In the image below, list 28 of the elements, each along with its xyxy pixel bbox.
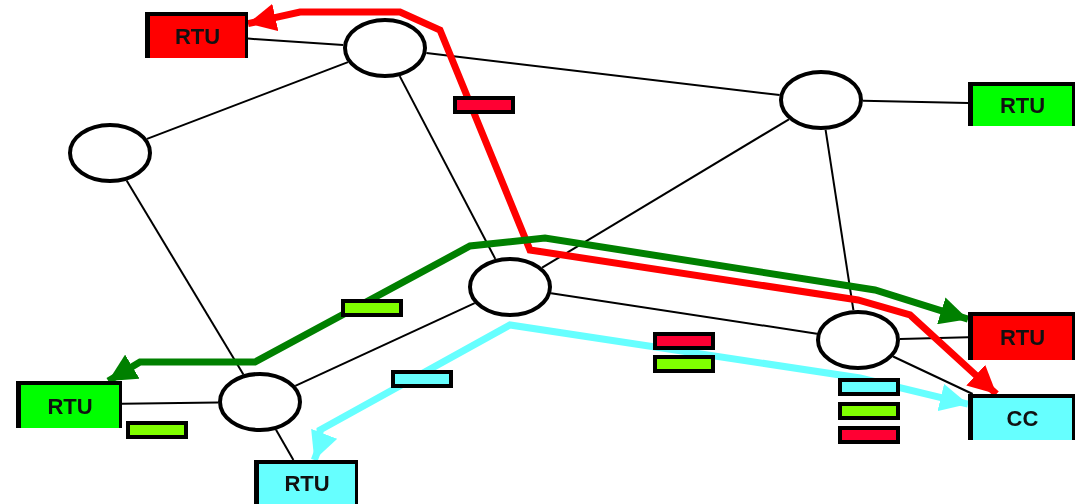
device-box: RTU (145, 12, 248, 58)
link-line (294, 302, 476, 387)
message-path-arrow (106, 234, 970, 384)
device-box: RTU (968, 82, 1075, 126)
link-line (899, 336, 969, 340)
link-line (550, 292, 818, 335)
router-circle (468, 257, 552, 317)
link-line (824, 128, 855, 312)
link-line (146, 61, 349, 140)
router-circle (779, 70, 863, 130)
link-line (892, 355, 974, 395)
router-circle (218, 372, 302, 432)
link-line (862, 99, 969, 104)
link-line (121, 401, 219, 405)
device-box: RTU (16, 381, 122, 428)
message-path-arrow (311, 321, 969, 462)
router-circle (816, 310, 900, 370)
device-box: CC (968, 394, 1075, 440)
device-box: RTU (968, 312, 1075, 360)
link-line (275, 428, 295, 461)
link-line (125, 179, 245, 376)
link-line (541, 118, 790, 269)
router-circle (68, 123, 152, 183)
link-line (398, 75, 497, 260)
router-circle (343, 18, 427, 78)
link-line (247, 37, 345, 47)
link-line (425, 51, 781, 97)
device-box: RTU (254, 460, 358, 504)
